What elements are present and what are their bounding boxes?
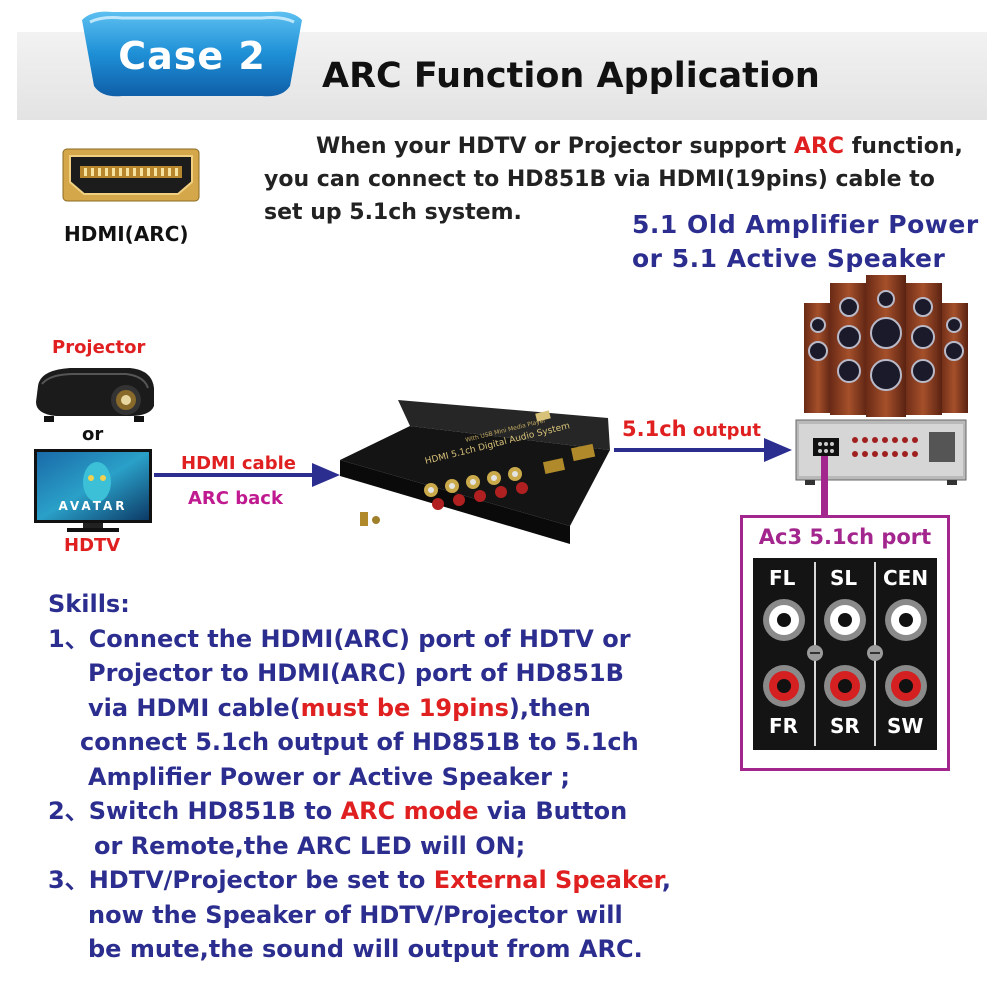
port-label-fr: FR	[769, 714, 799, 738]
skill-1-line-3a: via HDMI cable(	[88, 693, 301, 722]
port-panel: FL SL CEN FR SR SW	[753, 558, 937, 750]
skill-2-line-1: 2、Switch HD851B to ARC mode via Button	[48, 794, 748, 829]
output-main: 5.1ch	[622, 417, 687, 441]
intro-text: When your HDTV or Projector support ARC …	[264, 130, 994, 229]
output-label: 5.1ch output	[622, 417, 761, 441]
port-label-sr: SR	[830, 714, 860, 738]
skill-1-line-2: Projector to HDMI(ARC) port of HD851B	[88, 659, 624, 687]
skills-section: Skills: 1、Connect the HDMI(ARC) port of …	[48, 587, 748, 967]
hdmi-connector-icon	[62, 148, 200, 202]
amplifier-title: 5.1 Old Amplifier Power or 5.1 Active Sp…	[632, 208, 979, 276]
hdtv-icon: AVATAR	[34, 449, 152, 532]
tv-screen-text: AVATAR	[58, 499, 127, 513]
skill-3-line-2: now the Speaker of HDTV/Projector will	[88, 900, 623, 929]
intro-line2: you can connect to HD851B via HDMI(19pin…	[264, 167, 935, 192]
port-label-sw: SW	[887, 714, 924, 738]
port-label-sl: SL	[830, 566, 858, 590]
port-box-title: Ac3 5.1ch port	[758, 525, 932, 549]
port-label-fl: FL	[769, 566, 796, 590]
port-connector-line	[821, 456, 828, 518]
rca-jacks-icon	[763, 562, 927, 746]
amplifier-line2: or 5.1 Active Speaker	[632, 244, 946, 273]
skills-heading: Skills:	[48, 590, 130, 618]
intro-part1: When your HDTV or Projector support	[316, 134, 794, 159]
port-label-cen: CEN	[883, 566, 929, 590]
or-label: or	[82, 424, 104, 445]
output-arrow	[614, 438, 792, 462]
skill-3-line-1: 3、HDTV/Projector be set to External Spea…	[48, 863, 748, 898]
intro-part2: function,	[844, 134, 963, 159]
skill-1-line-3: via HDMI cable(must be 19pins),then	[48, 691, 748, 726]
skill-3-line-1a: 3、HDTV/Projector be set to	[48, 866, 434, 894]
skill-1-line-3b: ),then	[508, 693, 591, 722]
hdtv-label: HDTV	[64, 535, 121, 556]
arc-back-label: ARC back	[188, 488, 283, 509]
speakers-icon	[804, 275, 968, 417]
hdmi-cable-label: HDMI cable	[181, 453, 296, 474]
intro-highlight: ARC	[793, 134, 845, 159]
hdmi-cable-arrow	[154, 463, 340, 487]
case-label: Case 2	[118, 34, 266, 78]
projector-label: Projector	[52, 337, 146, 358]
amplifier-line1: 5.1 Old Amplifier Power	[632, 210, 979, 239]
hd851b-device: HDMI 5.1ch Digital Audio System With USB…	[340, 400, 610, 544]
skill-1-line-5: Amplifier Power or Active Speaker ;	[88, 762, 570, 791]
skill-3-line-3: be mute,the sound will output from ARC.	[88, 935, 643, 963]
projector-icon	[36, 368, 154, 422]
page-title: ARC Function Application	[322, 56, 820, 96]
skill-3-highlight: External Speaker	[433, 866, 662, 894]
case-tab	[82, 11, 302, 97]
skill-1-line-3-highlight: must be 19pins	[300, 693, 509, 722]
skill-2-line-1a: 2、Switch HD851B to	[48, 797, 341, 825]
intro-line3: set up 5.1ch system.	[264, 200, 522, 225]
skill-1-line-4: connect 5.1ch output of HD851B to 5.1ch	[80, 728, 639, 756]
skill-3-line-1b: ,	[661, 866, 672, 894]
hdmi-port-label: HDMI(ARC)	[64, 222, 189, 246]
skill-2-highlight: ARC mode	[340, 797, 479, 825]
skill-1-line-1: 1、Connect the HDMI(ARC) port of HDTV or	[48, 624, 631, 653]
output-suffix: output	[686, 420, 761, 441]
amplifier-icon	[795, 419, 967, 485]
skill-2-line-1b: via Button	[478, 797, 628, 825]
skill-2-line-2: or Remote,the ARC LED will ON;	[94, 831, 526, 860]
